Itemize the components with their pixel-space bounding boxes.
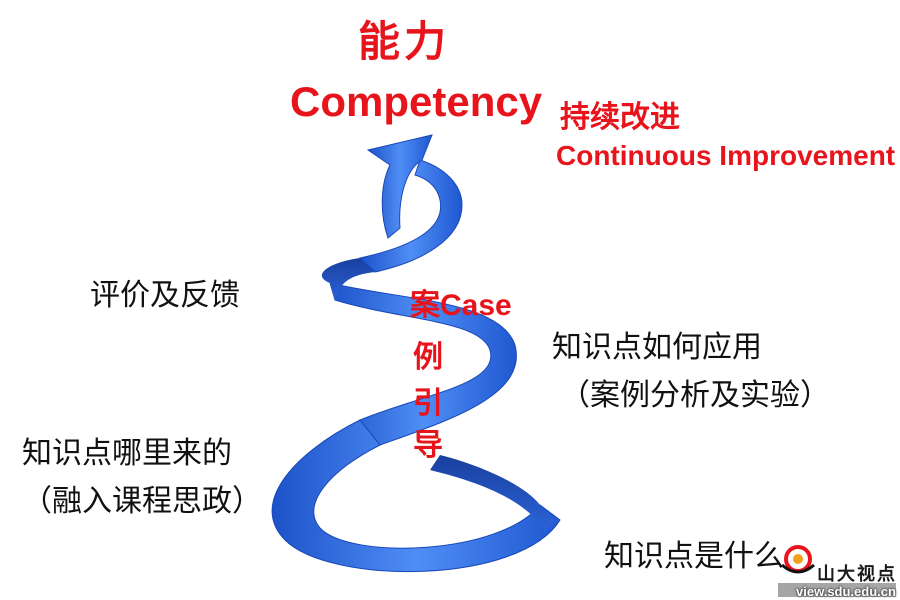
spiral-band-bottom-back: [430, 455, 560, 530]
competency-title-en: Competency: [290, 78, 543, 125]
step-what-is-it: 知识点是什么: [604, 540, 784, 573]
case-guide-char: 导: [413, 429, 443, 462]
continuous-improvement-en: Continuous Improvement: [556, 140, 896, 171]
competency-title-cn: 能力: [358, 18, 451, 65]
spiral-arrow-head: [366, 134, 433, 239]
case-guide-char: 引: [413, 387, 443, 420]
sdu-view-logo-icon: [778, 545, 896, 597]
watermark-name: 山大视点: [817, 564, 897, 584]
spiral-band-middle-back: [321, 258, 375, 300]
spiral-band-upper: [358, 159, 463, 273]
continuous-improvement-cn: 持续改进: [560, 101, 680, 134]
step-application-line2: （案例分析及实验）: [560, 379, 830, 412]
case-guide-head: 案Case: [410, 289, 512, 322]
step-application-line1: 知识点如何应用: [552, 331, 762, 364]
step-source-line1: 知识点哪里来的: [22, 437, 232, 470]
step-evaluation-feedback: 评价及反馈: [90, 279, 240, 312]
step-source-line2: （融入课程思政）: [22, 485, 262, 518]
case-guide-char: 例: [413, 341, 443, 374]
watermark-url: view.sdu.edu.cn: [796, 584, 896, 599]
